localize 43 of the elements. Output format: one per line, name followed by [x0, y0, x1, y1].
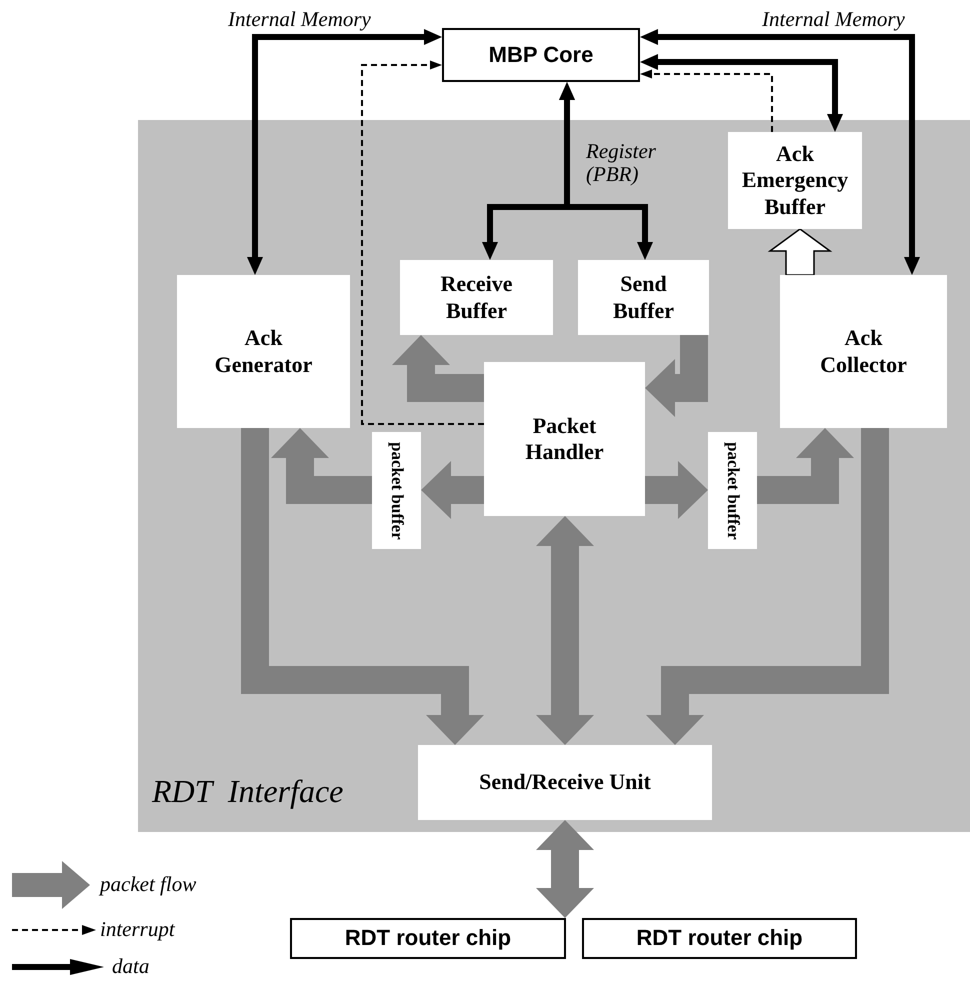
- flow-arrow: [536, 820, 594, 918]
- flow-arrow: [241, 428, 484, 745]
- process-box: [418, 745, 712, 820]
- box-label: RDT router chip: [636, 925, 803, 952]
- flow-arrow: [536, 516, 594, 745]
- region-label: RDT Interface: [152, 772, 344, 810]
- process-box: [400, 260, 553, 335]
- box-label: Ack Collector: [820, 325, 907, 378]
- chip-box: [582, 918, 857, 959]
- arrow: [640, 29, 920, 275]
- box-label: Ack Generator: [214, 325, 312, 378]
- dashed-arrow: [361, 60, 484, 425]
- flow-arrow: [646, 428, 889, 745]
- buffer-box: [708, 432, 757, 549]
- box-label: Receive Buffer: [440, 271, 513, 324]
- core-box: [442, 28, 640, 82]
- box-label: Send/Receive Unit: [479, 769, 651, 796]
- buffer-box: [372, 432, 421, 549]
- hollow-arrow: [768, 228, 832, 276]
- chip-box: [290, 918, 566, 959]
- arrow: [559, 82, 653, 260]
- edge-label: Internal Memory: [228, 8, 371, 32]
- box-label: Ack Emergency Buffer: [742, 140, 848, 220]
- legend-label: data: [112, 954, 150, 979]
- flow-arrow: [421, 461, 484, 519]
- process-box: [780, 275, 947, 428]
- arrow: [640, 54, 843, 132]
- process-box: [484, 362, 645, 516]
- legend-label: interrupt: [100, 917, 175, 942]
- flow-arrow: [645, 461, 708, 519]
- edge-label: Internal Memory: [762, 8, 905, 32]
- process-box: [578, 260, 709, 335]
- box-label: MBP Core: [488, 42, 594, 68]
- box-label: Send Buffer: [612, 271, 674, 324]
- dashed-arrow: [640, 70, 773, 132]
- arrow: [247, 29, 442, 275]
- box-label: packet buffer: [723, 442, 742, 540]
- legend-label: packet flow: [100, 872, 196, 897]
- box-label: RDT router chip: [344, 925, 512, 952]
- process-box: [728, 132, 862, 229]
- box-label: Packet Handler: [525, 412, 604, 466]
- box-label: packet buffer: [387, 442, 406, 540]
- process-box: [177, 275, 350, 428]
